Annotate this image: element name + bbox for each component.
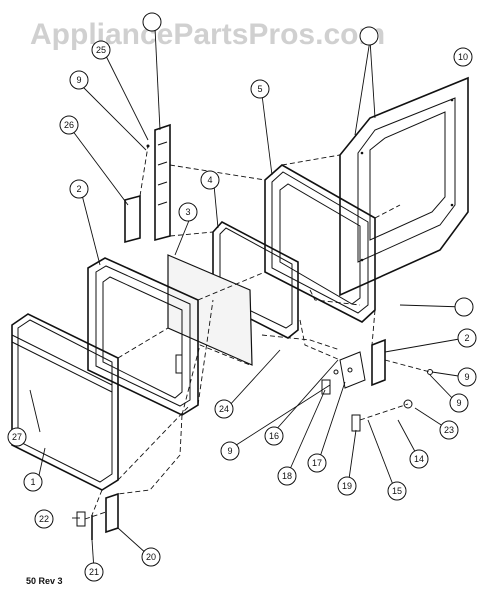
callout-1: 1 [23, 472, 43, 492]
svg-text:27: 27 [12, 432, 22, 442]
callout-19: 19 [337, 476, 357, 496]
callout-23: 23 [439, 420, 459, 440]
svg-text:25: 25 [96, 45, 106, 55]
svg-text:23: 23 [444, 425, 454, 435]
callout-26: 26 [59, 115, 79, 135]
callout-21: 21 [84, 562, 104, 582]
part-outer-panel [11, 313, 119, 491]
leader-lines [29, 27, 466, 571]
svg-text:2: 2 [76, 184, 81, 194]
callout-10: 10 [453, 47, 473, 67]
callout-3: 3 [178, 202, 198, 222]
svg-text:22: 22 [39, 514, 49, 524]
callout-24: 24 [214, 399, 234, 419]
callout-14: 14 [409, 449, 429, 469]
svg-text:14: 14 [414, 454, 424, 464]
callout-right-top [359, 26, 379, 46]
callout-9d: 9 [220, 441, 240, 461]
part-rear-panel [339, 76, 469, 297]
svg-text:4: 4 [207, 175, 212, 185]
callout-18: 18 [277, 466, 297, 486]
svg-text:3: 3 [185, 207, 190, 217]
callout-27: 27 [7, 427, 27, 447]
assembly-lines [84, 145, 431, 520]
part-latch-assembly [321, 338, 433, 432]
callout-top [142, 12, 162, 32]
callout-2b: 2 [457, 328, 477, 348]
svg-text:9: 9 [464, 372, 469, 382]
svg-text:20: 20 [146, 552, 156, 562]
svg-text:16: 16 [269, 431, 279, 441]
callout-16: 16 [264, 426, 284, 446]
svg-text:17: 17 [312, 458, 322, 468]
callout-9c: 9 [449, 393, 469, 413]
callout-9a: 9 [69, 70, 89, 90]
revision-note: 50 Rev 3 [26, 576, 63, 586]
part-hinge-bracket [124, 123, 171, 244]
callout-5: 5 [250, 79, 270, 99]
svg-text:9: 9 [227, 446, 232, 456]
svg-text:15: 15 [392, 486, 402, 496]
svg-text:21: 21 [89, 567, 99, 577]
watermark-text: AppliancePartsPros.com [30, 18, 385, 51]
callout-25: 25 [91, 40, 111, 60]
svg-text:19: 19 [342, 481, 352, 491]
svg-text:5: 5 [257, 84, 262, 94]
callout-mid-right [454, 297, 474, 317]
callout-9b: 9 [457, 367, 477, 387]
svg-text:2: 2 [464, 333, 469, 343]
svg-text:26: 26 [64, 120, 74, 130]
callout-2a: 2 [69, 179, 89, 199]
callout-22: 22 [34, 509, 54, 529]
svg-text:1: 1 [30, 477, 35, 487]
callouts: 25 9 26 2 4 3 5 [7, 12, 477, 582]
callout-15: 15 [387, 481, 407, 501]
callout-20: 20 [141, 547, 161, 567]
callout-4: 4 [200, 170, 220, 190]
svg-text:9: 9 [76, 75, 81, 85]
svg-text:18: 18 [282, 471, 292, 481]
part-glass-pane [167, 254, 253, 366]
svg-text:24: 24 [219, 404, 229, 414]
svg-text:10: 10 [458, 52, 468, 62]
callout-17: 17 [307, 453, 327, 473]
svg-text:9: 9 [456, 398, 461, 408]
